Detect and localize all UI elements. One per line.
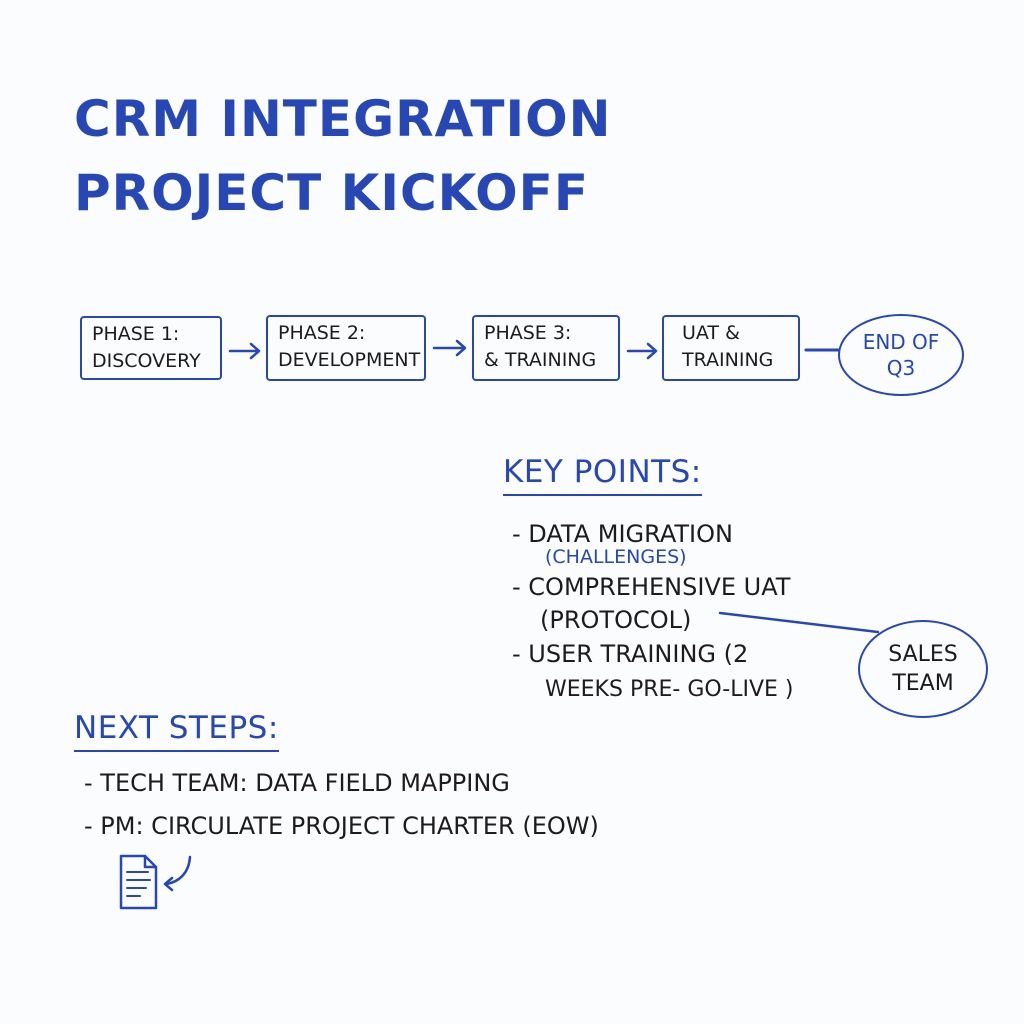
key-points-heading-text: KEY POINTS: — [503, 454, 702, 490]
key-point-3-cont: WEEKS PRE- GO-LIVE ) — [545, 677, 794, 702]
arrow-3-icon — [626, 342, 658, 360]
callout-line-2: TEAM — [892, 671, 954, 696]
callout-connector — [718, 611, 880, 634]
phase-3-box: PHASE 3: & TRAINING — [472, 315, 620, 381]
key-point-1-note: (CHALLENGES) — [545, 546, 687, 568]
title-line-2: PROJECT KICKOFF — [74, 164, 589, 222]
next-step-1: - TECH TEAM: DATA FIELD MAPPING — [84, 769, 510, 797]
key-point-2: - COMPREHENSIVE UAT — [512, 573, 791, 601]
phase-1-label: PHASE 1: — [92, 323, 180, 345]
title-line-1: CRM INTEGRATION — [74, 90, 612, 148]
document-icon — [119, 854, 158, 910]
phase-1-box: PHASE 1: DISCOVERY — [80, 316, 222, 380]
milestone-line-1: END OF — [862, 330, 940, 354]
milestone-line-2: Q3 — [886, 356, 916, 380]
key-points-underline — [503, 493, 702, 496]
phase-2-box: PHASE 2: DEVELOPMENT — [266, 315, 426, 381]
phase-1-name: DISCOVERY — [92, 350, 201, 372]
phase-3-name: & TRAINING — [484, 349, 597, 371]
next-step-2: - PM: CIRCULATE PROJECT CHARTER (EOW) — [84, 812, 599, 840]
key-point-2-cont: (PROTOCOL) — [540, 606, 692, 634]
phase-4-box: UAT & TRAINING — [662, 315, 800, 381]
arrow-1-icon — [228, 342, 261, 360]
sales-team-callout: SALES TEAM — [858, 620, 988, 718]
next-steps-underline — [74, 749, 279, 752]
phase-4-name: TRAINING — [682, 349, 774, 371]
end-of-q3-milestone: END OF Q3 — [838, 314, 964, 396]
curved-arrow-icon — [163, 855, 192, 892]
key-point-1: - DATA MIGRATION — [512, 520, 733, 548]
next-steps-heading-text: NEXT STEPS: — [74, 710, 279, 746]
phase-3-label: PHASE 3: — [484, 322, 572, 344]
phase-2-label: PHASE 2: — [278, 322, 366, 344]
next-steps-heading: NEXT STEPS: — [74, 710, 279, 752]
key-points-heading: KEY POINTS: — [503, 454, 702, 496]
key-point-3: - USER TRAINING (2 — [512, 640, 749, 668]
phase-4-label: UAT & — [682, 322, 740, 344]
phase-2-name: DEVELOPMENT — [278, 349, 421, 371]
arrow-2-icon — [432, 339, 467, 357]
callout-line-1: SALES — [888, 642, 958, 667]
